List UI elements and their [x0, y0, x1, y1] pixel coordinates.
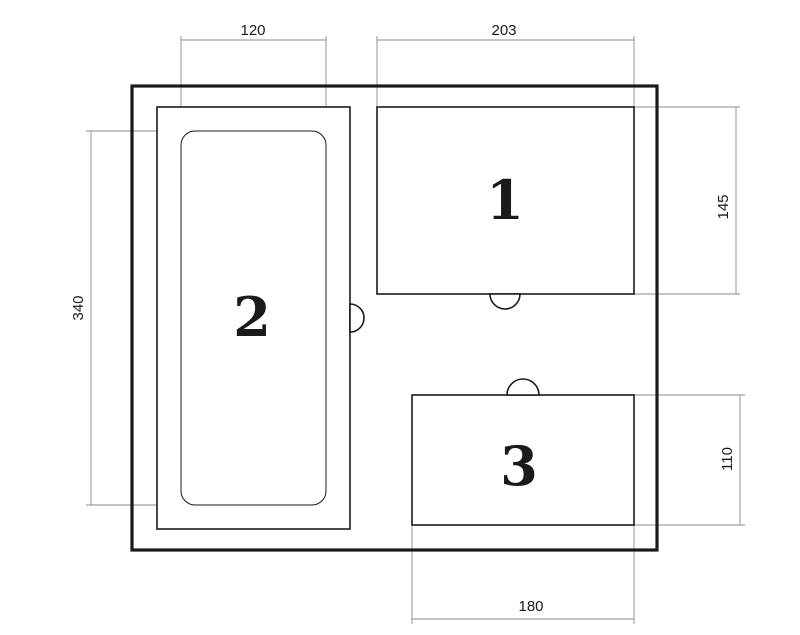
- room-outline: [130, 84, 659, 552]
- drain-semicircle: [489, 293, 521, 310]
- dim-fixture3-width: 180: [518, 598, 543, 615]
- bathtub-outer: [156, 106, 351, 530]
- fixture-3: 3: [411, 378, 635, 526]
- fixture-1: 1: [376, 106, 635, 310]
- fixture-2-label: 2: [233, 285, 271, 349]
- dim-fixture3-depth: 110: [719, 447, 736, 471]
- drain-semicircle: [349, 303, 365, 333]
- extension-lines: [86, 36, 745, 624]
- dim-fixture1-width: 203: [491, 22, 516, 39]
- fixture-1-body: [376, 106, 635, 295]
- bathtub-basin: [180, 130, 327, 506]
- fixture-2-bathtub: 2: [156, 106, 365, 530]
- drain-semicircle: [506, 378, 540, 396]
- fixture-3-label: 3: [500, 434, 538, 498]
- dimension-lines: [90, 39, 741, 620]
- fixture-3-body: [411, 394, 635, 526]
- dim-bathtub-width: 120: [240, 22, 265, 39]
- fixture-1-label: 1: [486, 168, 524, 232]
- dim-fixture1-depth: 145: [715, 194, 732, 219]
- dim-bathtub-length: 340: [70, 295, 87, 320]
